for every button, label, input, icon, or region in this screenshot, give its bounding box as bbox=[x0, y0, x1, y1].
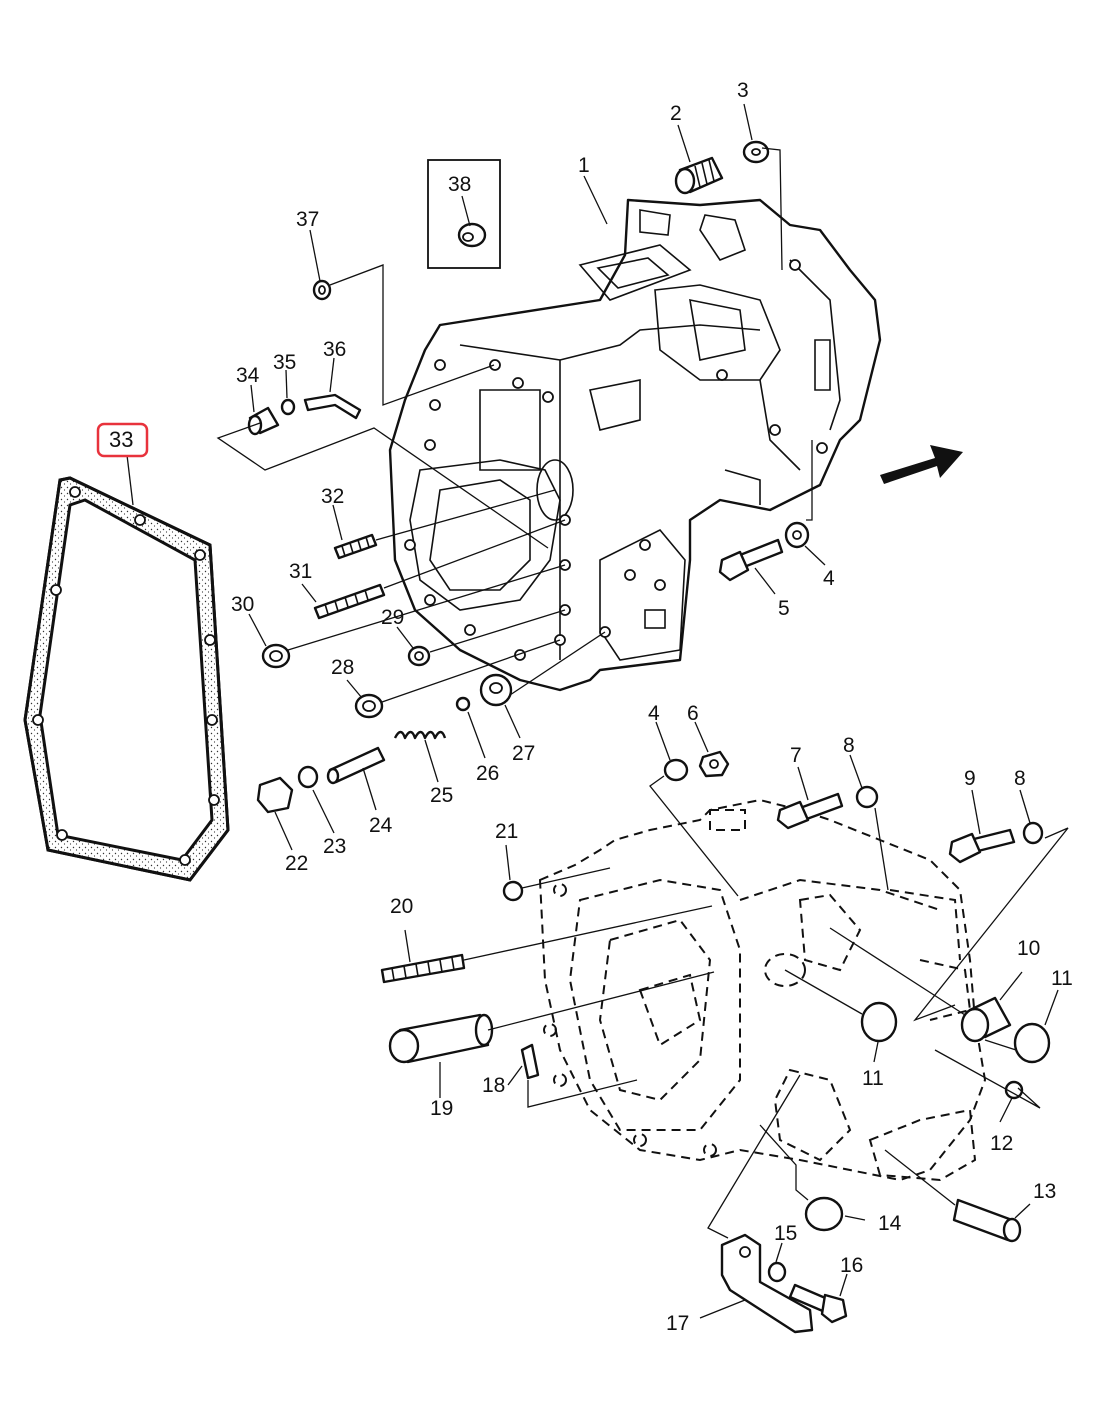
nut-6[interactable] bbox=[698, 750, 730, 778]
nut-12[interactable] bbox=[1004, 1080, 1024, 1100]
washer-23[interactable] bbox=[297, 765, 319, 789]
cover-11-right[interactable] bbox=[1013, 1022, 1051, 1064]
lever-17[interactable] bbox=[720, 1233, 814, 1334]
part-label[interactable]: 8 bbox=[843, 734, 855, 757]
part-label[interactable]: 14 bbox=[878, 1212, 902, 1235]
cover-11-left[interactable] bbox=[860, 1001, 898, 1043]
part-label[interactable]: 27 bbox=[512, 742, 535, 765]
part-label[interactable]: 12 bbox=[990, 1132, 1013, 1155]
part-label[interactable]: 4 bbox=[648, 702, 660, 725]
bolt-9[interactable] bbox=[948, 828, 1016, 864]
part-label[interactable]: 16 bbox=[840, 1254, 863, 1277]
washer[interactable] bbox=[742, 140, 770, 164]
inset-box bbox=[427, 159, 501, 269]
o-ring[interactable] bbox=[312, 279, 332, 301]
part-label[interactable]: 11 bbox=[862, 1067, 884, 1090]
part-label[interactable]: 22 bbox=[285, 852, 308, 875]
part-label[interactable]: 26 bbox=[476, 762, 499, 785]
part-label[interactable]: 20 bbox=[390, 895, 413, 918]
part-label[interactable]: 21 bbox=[495, 820, 518, 843]
part-label[interactable]: 6 bbox=[687, 702, 699, 725]
seal[interactable] bbox=[261, 643, 291, 669]
part-label[interactable]: 8 bbox=[1014, 767, 1026, 790]
part-label[interactable]: 5 bbox=[778, 597, 790, 620]
part-labels: 1 2 3 4 4 5 6 7 8 8 9 10 11 11 12 13 14 … bbox=[96, 79, 1073, 1335]
highlighted-part-33-callout[interactable]: 33 bbox=[96, 422, 149, 458]
part-label[interactable]: 25 bbox=[430, 784, 453, 807]
bushing-10[interactable] bbox=[960, 996, 1012, 1043]
part-label[interactable]: 18 bbox=[482, 1074, 505, 1097]
part-label[interactable]: 2 bbox=[670, 102, 682, 125]
part-label[interactable]: 36 bbox=[323, 338, 346, 361]
part-label[interactable]: 31 bbox=[289, 560, 312, 583]
part-label[interactable]: 7 bbox=[790, 744, 802, 767]
transmission-housing bbox=[388, 198, 882, 692]
part-label[interactable]: 28 bbox=[331, 656, 354, 679]
bolt-7[interactable] bbox=[776, 792, 844, 830]
part-label[interactable]: 29 bbox=[381, 606, 404, 629]
washer-15[interactable] bbox=[767, 1261, 787, 1283]
part-label[interactable]: 15 bbox=[774, 1222, 797, 1245]
bent-tube[interactable] bbox=[303, 393, 362, 420]
cap-seal[interactable] bbox=[479, 673, 513, 707]
part-label[interactable]: 19 bbox=[430, 1097, 453, 1120]
part-label[interactable]: 17 bbox=[666, 1312, 689, 1335]
spring[interactable] bbox=[393, 730, 447, 740]
part-label[interactable]: 37 bbox=[296, 208, 319, 231]
part-label[interactable]: 10 bbox=[1017, 937, 1040, 960]
stud-long[interactable] bbox=[313, 583, 386, 620]
part-label-highlighted[interactable]: 33 bbox=[109, 427, 133, 452]
part-label[interactable]: 30 bbox=[231, 593, 254, 616]
leader-lines bbox=[126, 103, 1069, 1319]
threaded-plug[interactable] bbox=[674, 156, 724, 195]
stud-short[interactable] bbox=[333, 533, 378, 560]
hex-plug[interactable] bbox=[256, 776, 294, 814]
part-label[interactable]: 38 bbox=[448, 173, 471, 196]
gasket[interactable] bbox=[23, 476, 230, 882]
part-label[interactable]: 32 bbox=[321, 485, 344, 508]
washer-8a[interactable] bbox=[855, 785, 879, 809]
part-label[interactable]: 11 bbox=[1051, 967, 1073, 990]
part-label[interactable]: 3 bbox=[737, 79, 749, 102]
stud-20[interactable] bbox=[380, 953, 466, 984]
rear-housing-outline bbox=[538, 798, 987, 1182]
bushing-14[interactable] bbox=[804, 1196, 844, 1232]
washer-4-upper[interactable] bbox=[784, 521, 810, 549]
bearing-seal[interactable] bbox=[354, 693, 384, 719]
part-label[interactable]: 9 bbox=[964, 767, 976, 790]
part-label[interactable]: 1 bbox=[578, 154, 590, 177]
plunger[interactable] bbox=[326, 746, 386, 785]
pin-19[interactable] bbox=[388, 1013, 494, 1064]
part-label[interactable]: 4 bbox=[823, 567, 835, 590]
part-label[interactable]: 24 bbox=[369, 814, 393, 837]
pin-13[interactable] bbox=[952, 1198, 1022, 1243]
part-label[interactable]: 35 bbox=[273, 351, 296, 374]
part-label[interactable]: 13 bbox=[1033, 1180, 1056, 1203]
bolt-5[interactable] bbox=[718, 538, 784, 582]
part-label[interactable]: 23 bbox=[323, 835, 346, 858]
small-washer[interactable] bbox=[280, 398, 296, 416]
part-label[interactable]: 34 bbox=[236, 364, 260, 387]
cotter-pin-18[interactable] bbox=[520, 1043, 540, 1080]
washer-8b[interactable] bbox=[1022, 821, 1044, 845]
front-direction-arrow bbox=[880, 445, 963, 484]
washer-4-lower[interactable] bbox=[663, 758, 689, 782]
washer-21[interactable] bbox=[502, 880, 524, 902]
o-ring-small[interactable] bbox=[407, 645, 431, 667]
bolt-16[interactable] bbox=[788, 1283, 848, 1324]
ball[interactable] bbox=[455, 696, 471, 712]
